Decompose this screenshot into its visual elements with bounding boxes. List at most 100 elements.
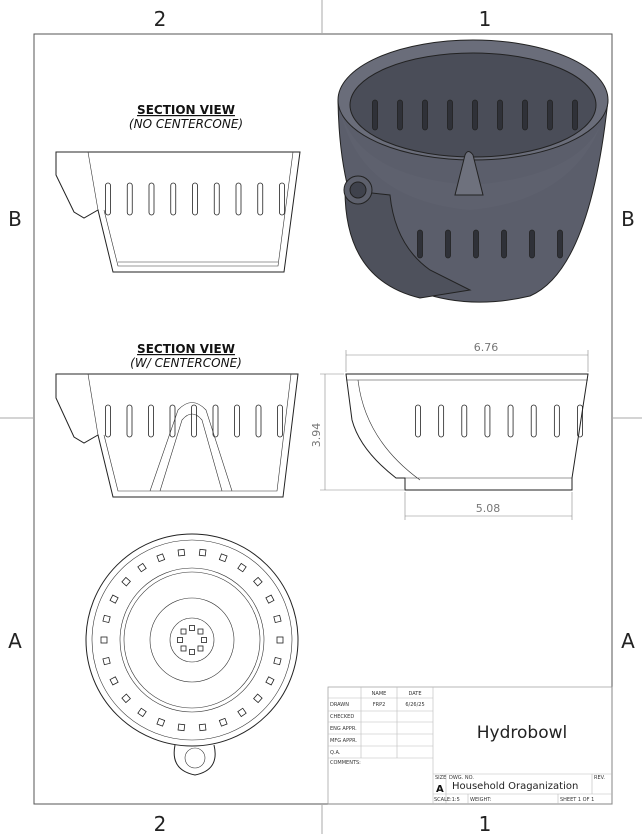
drain-slot	[102, 656, 111, 666]
zone-label: 2	[154, 812, 167, 834]
drain-slot	[191, 404, 197, 438]
drain-slot	[255, 404, 262, 438]
drain-slot	[213, 182, 220, 216]
dimension-base-width: 5.08	[476, 502, 501, 515]
drain-slot	[501, 229, 507, 259]
drain-slot	[109, 676, 119, 686]
drain-slot	[237, 707, 247, 718]
drain-slot	[148, 404, 154, 438]
drain-slot	[461, 404, 468, 438]
drain-slot	[397, 99, 403, 131]
drain-slot	[234, 404, 240, 438]
drain-slots	[100, 548, 284, 732]
cone-hole	[189, 649, 195, 655]
row-label: Q.A.	[330, 750, 341, 756]
drain-slot	[265, 594, 275, 604]
scale: SCALE:1:5	[434, 797, 460, 803]
drain-slots	[105, 182, 285, 216]
sheet-border	[33, 33, 613, 805]
drain-slots	[415, 404, 583, 438]
header-name: NAME	[372, 691, 387, 697]
drain-slot	[126, 404, 133, 438]
drain-slot	[522, 99, 528, 131]
drain-slots	[372, 99, 578, 259]
drain-slot	[170, 182, 177, 216]
drain-slot	[415, 404, 421, 438]
drain-slot	[218, 553, 228, 563]
drain-slot	[192, 182, 198, 216]
isometric-view	[337, 39, 609, 303]
drain-slot	[156, 553, 166, 563]
zone-label: B	[621, 207, 635, 231]
drain-slot	[497, 99, 503, 131]
dimension-top-width: 6.76	[474, 341, 499, 354]
drain-slot	[507, 404, 514, 438]
drain-slot	[276, 636, 284, 644]
drain-slot	[530, 404, 537, 438]
drain-slots	[105, 404, 283, 438]
row-date: 6/26/25	[405, 702, 424, 708]
drain-slot	[100, 636, 108, 644]
cone-hole	[201, 637, 207, 643]
section-view-with-centercone: SECTION VIEW (W/ CENTERCONE)	[55, 342, 299, 498]
drain-slot	[212, 404, 219, 438]
drain-slot	[473, 229, 479, 259]
size-label: SIZE	[435, 775, 446, 781]
drain-slot	[177, 548, 186, 557]
top-view	[85, 533, 299, 776]
drain-slot	[257, 182, 264, 216]
sheet-number: SHEET 1 OF 1	[560, 797, 594, 803]
weight: WEIGHT:	[470, 797, 492, 803]
drain-slot	[577, 404, 583, 438]
comments-label: COMMENTS:	[330, 760, 361, 766]
zone-label: 2	[154, 7, 167, 31]
drain-slot	[447, 99, 453, 131]
drain-slot	[277, 404, 283, 438]
drain-slot	[422, 99, 428, 131]
drain-slot	[235, 182, 242, 216]
drain-slot	[156, 717, 166, 727]
drain-slot	[279, 182, 285, 216]
drain-slot	[218, 717, 228, 727]
drain-slot	[237, 562, 247, 573]
drain-slot	[472, 99, 478, 131]
drain-slot	[417, 229, 423, 259]
front-view: 6.76 3.94 5.08	[310, 341, 589, 520]
zone-label: 1	[479, 7, 492, 31]
drain-slot	[273, 614, 282, 624]
drain-slot	[137, 562, 147, 573]
cone-hole	[197, 628, 204, 635]
zone-label: B	[8, 207, 22, 231]
cone-hole	[189, 625, 195, 631]
drain-slot	[105, 182, 111, 216]
drain-slot	[273, 656, 282, 666]
drain-slot	[529, 229, 535, 259]
view-subtitle: (NO CENTERCONE)	[129, 117, 243, 131]
drain-slot	[121, 576, 131, 587]
row-name: FRP2	[373, 702, 386, 708]
drain-slot	[137, 707, 147, 718]
cone-hole	[180, 628, 187, 635]
drain-slot	[198, 723, 207, 732]
rev-label: REV.	[594, 775, 605, 781]
drain-slot	[126, 182, 133, 216]
zone-label: A	[8, 629, 22, 653]
drain-slot	[102, 614, 111, 624]
drain-slot	[372, 99, 378, 131]
drain-slot	[253, 693, 263, 704]
drain-slot	[484, 404, 491, 438]
drain-slot	[547, 99, 553, 131]
drain-slot	[572, 99, 578, 131]
zone-label: A	[621, 629, 635, 653]
row-label: MFG APPR.	[330, 738, 357, 744]
row-label: DRAWN	[330, 702, 349, 708]
drain-slot	[557, 229, 563, 259]
drain-slot	[553, 404, 560, 438]
dimension-height: 3.94	[310, 423, 323, 448]
drain-slot	[109, 594, 119, 604]
row-label: ENG APPR.	[330, 726, 357, 732]
cone-hole	[177, 637, 183, 643]
drain-slot	[198, 548, 207, 557]
drain-slot	[105, 404, 111, 438]
